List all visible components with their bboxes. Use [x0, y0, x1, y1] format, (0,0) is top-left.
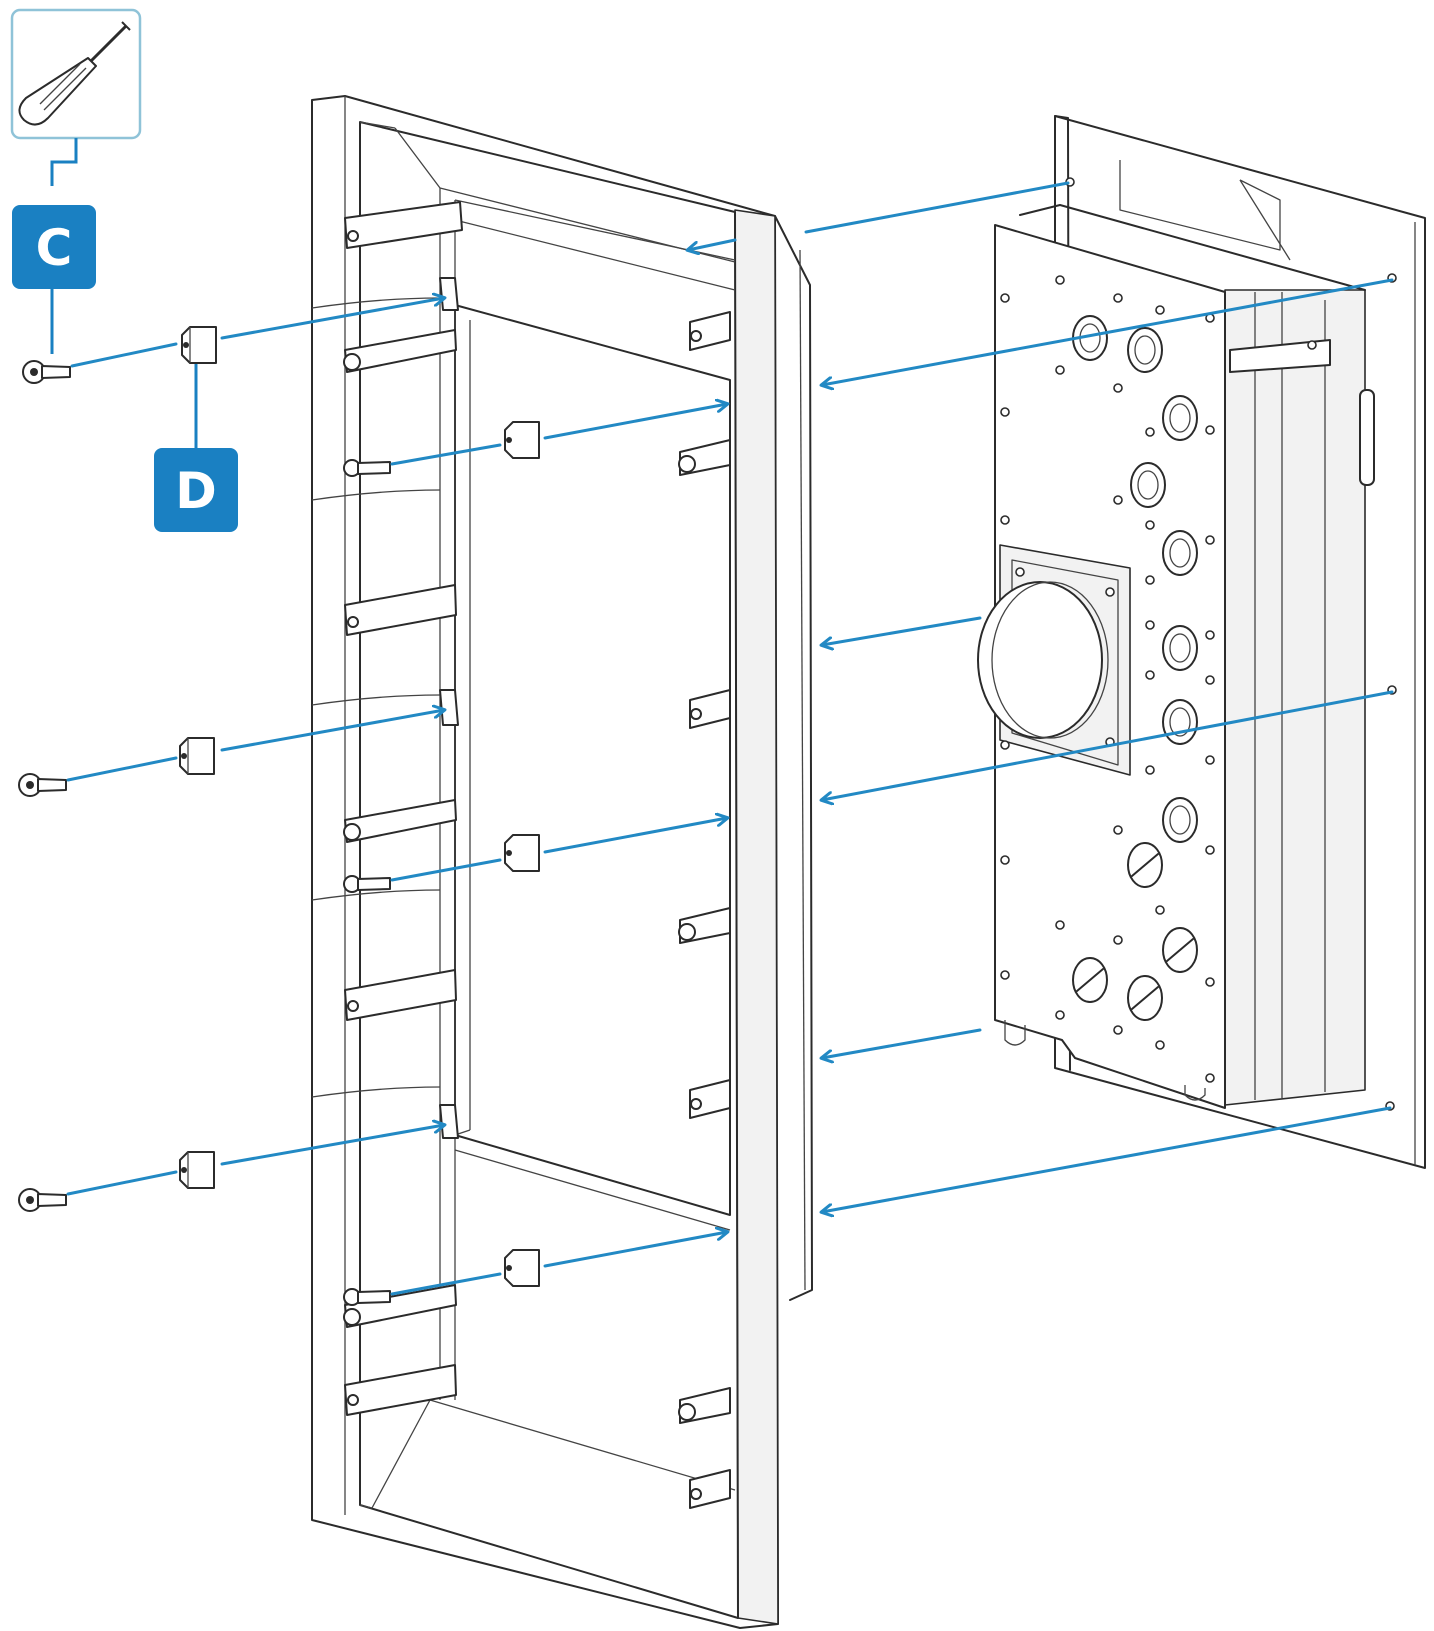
callout-c-label: C	[36, 219, 73, 277]
callout-d-badge: D	[154, 448, 238, 532]
nut-clip	[179, 1151, 215, 1189]
port	[1162, 395, 1198, 441]
port	[1127, 327, 1163, 373]
tool-leader-line	[50, 138, 78, 186]
mounted-screw	[343, 459, 391, 477]
bracket	[689, 689, 731, 729]
bracket	[678, 907, 731, 944]
bracket	[343, 799, 457, 843]
bracket	[678, 1387, 731, 1424]
screwdriver-icon	[18, 21, 131, 126]
speaker-unit	[977, 115, 1426, 1169]
assembly-arrow	[390, 443, 502, 466]
nut-clip	[181, 326, 217, 364]
frame-clip	[439, 1104, 459, 1139]
assembly-arrow	[543, 1232, 727, 1268]
knob	[1127, 842, 1163, 888]
frame-clip	[439, 277, 459, 311]
port	[1162, 530, 1198, 576]
bracket	[344, 1364, 457, 1416]
nut-clip	[504, 834, 540, 872]
assembly-arrow	[66, 756, 178, 782]
bracket	[343, 329, 457, 373]
bracket	[689, 1469, 731, 1509]
assembly-arrow	[220, 710, 444, 752]
callout-c-badge: C	[12, 205, 96, 289]
port	[1162, 625, 1198, 671]
screw	[18, 773, 67, 797]
bracket	[678, 439, 731, 476]
knob	[1072, 957, 1108, 1003]
frame-clip	[439, 689, 459, 726]
assembly-arrow	[66, 1170, 178, 1196]
knob	[1162, 927, 1198, 973]
assembly-arrow	[822, 690, 1394, 800]
nut-clip	[504, 421, 540, 459]
mounted-screw	[343, 1288, 391, 1306]
assembly-arrow	[220, 298, 444, 340]
assembly-arrow	[822, 278, 1394, 385]
assembly-arrow	[804, 181, 1070, 234]
assembly-arrow	[688, 238, 737, 250]
port	[1162, 797, 1198, 843]
assembly-arrow	[390, 858, 502, 882]
mounted-screw	[343, 875, 391, 893]
screw	[22, 360, 71, 384]
callout-d-label: D	[175, 462, 217, 520]
bracket	[343, 1284, 457, 1328]
assembly-arrow	[220, 1125, 444, 1166]
assembly-arrow	[822, 1028, 982, 1058]
port	[1130, 462, 1166, 508]
screw	[18, 1188, 67, 1212]
bracket	[689, 311, 731, 351]
bracket	[344, 201, 463, 249]
port	[1162, 699, 1198, 745]
screw-hole-array	[1000, 275, 1317, 1083]
assembly-arrows	[66, 181, 1394, 1296]
woofer-cap	[977, 581, 1103, 739]
assembly-arrow	[822, 1106, 1392, 1212]
nut-clip	[504, 1249, 540, 1287]
nut-clip	[179, 737, 215, 775]
assembly-arrow	[70, 342, 178, 368]
bracket	[689, 1079, 731, 1119]
assembly-arrow	[822, 616, 982, 645]
assembly-arrow	[543, 818, 727, 854]
assembly-arrow	[543, 404, 727, 440]
knob	[1127, 975, 1163, 1021]
bracket	[344, 584, 457, 636]
back-box-frame	[311, 95, 813, 1629]
tool-box	[10, 8, 142, 140]
assembly-arrow	[390, 1272, 502, 1296]
bracket	[344, 969, 457, 1021]
